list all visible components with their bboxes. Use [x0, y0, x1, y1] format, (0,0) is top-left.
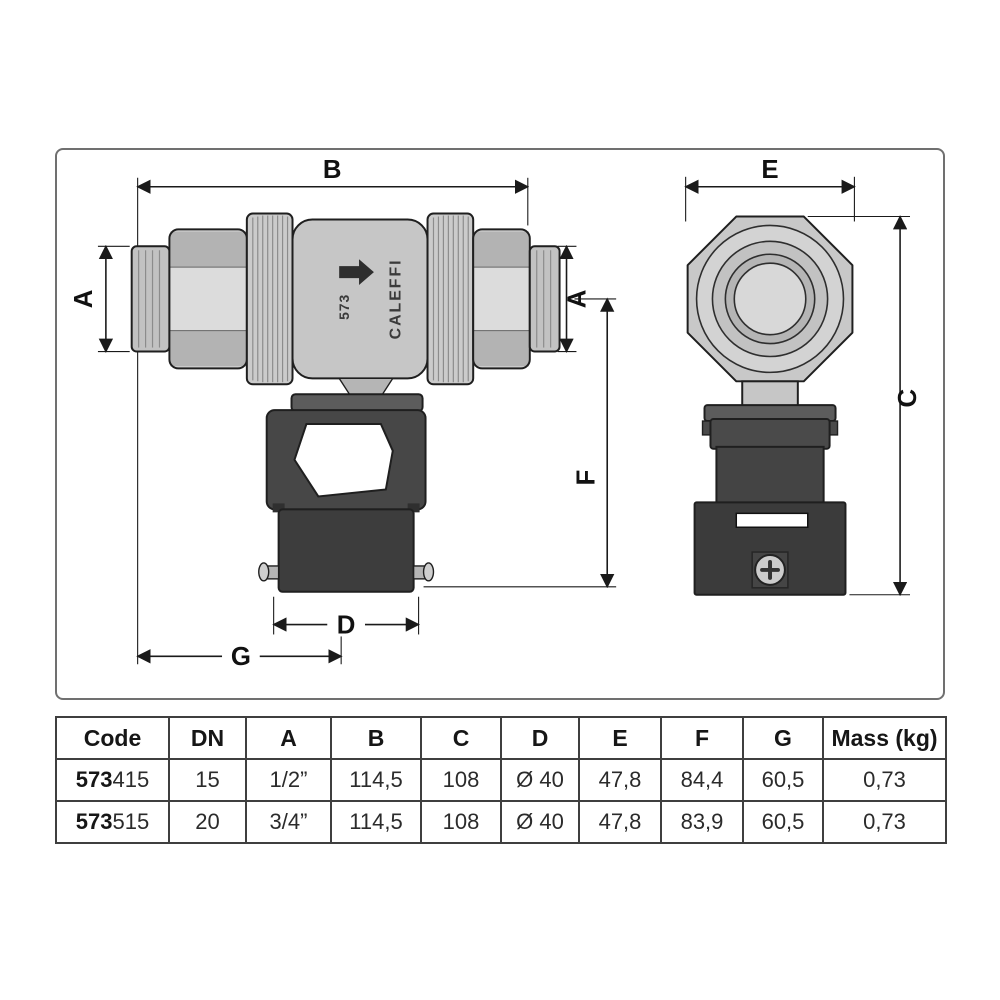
valve-dimension-drawing: B [70, 156, 922, 671]
side-view: B [70, 156, 617, 671]
cell-g: 60,5 [742, 800, 824, 844]
dim-label-G: G [231, 643, 251, 671]
right-screw [412, 562, 435, 582]
col-header-mass: Mass (kg) [822, 716, 947, 760]
cell-d: Ø 40 [500, 800, 580, 844]
end-view: E [684, 156, 922, 597]
code-prefix: 573 [75, 767, 113, 792]
shell-window [293, 423, 394, 498]
left-screw [258, 562, 280, 582]
cell-code: 573415 [55, 758, 170, 802]
cell-c: 108 [420, 758, 502, 802]
dim-B: B [136, 156, 530, 194]
dim-label-C: C [894, 389, 922, 408]
collar [290, 393, 424, 413]
dim-E: E [684, 156, 856, 222]
col-header-code: Code [55, 716, 170, 760]
brand-name: CALEFFI [388, 258, 405, 339]
phillips-screw [751, 551, 789, 589]
cell-f: 84,4 [660, 758, 744, 802]
cell-c: 108 [420, 800, 502, 844]
insulation-shell-upper [265, 409, 427, 513]
col-header-f: F [660, 716, 744, 760]
nut-front-face [686, 215, 854, 383]
valve-body: 573 CALEFFI [291, 218, 429, 380]
table-header-row: Code DN A B C D E F G Mass (kg) [55, 716, 947, 760]
cell-mass: 0,73 [822, 800, 947, 844]
left-pipe-end [130, 245, 171, 353]
cell-f: 83,9 [660, 800, 744, 844]
code-prefix: 573 [75, 809, 113, 834]
technical-drawing-panel: B [55, 148, 945, 700]
code-suffix: 515 [112, 809, 150, 834]
code-suffix: 415 [112, 767, 150, 792]
dim-label-E: E [761, 156, 778, 184]
left-knurled-ring [245, 212, 294, 386]
col-header-b: B [330, 716, 422, 760]
cell-dn: 15 [168, 758, 247, 802]
cell-e: 47,8 [578, 758, 662, 802]
cell-b: 114,5 [330, 800, 422, 844]
dim-label-D: D [337, 611, 356, 639]
cell-code: 573515 [55, 800, 170, 844]
label-slot [735, 512, 809, 528]
cell-g: 60,5 [742, 758, 824, 802]
dim-C: C [807, 215, 922, 597]
table-row: 573415 15 1/2” 114,5 108 Ø 40 47,8 84,4 … [55, 758, 947, 802]
cell-mass: 0,73 [822, 758, 947, 802]
model-number: 573 [336, 294, 352, 320]
valve-neck [290, 377, 424, 413]
dim-D: D [272, 596, 421, 639]
table-row: 573515 20 3/4” 114,5 108 Ø 40 47,8 83,9 … [55, 800, 947, 844]
dim-G: G [136, 636, 343, 671]
right-union-nut [472, 228, 531, 370]
col-header-g: G [742, 716, 824, 760]
cell-d: Ø 40 [500, 758, 580, 802]
dim-label-B: B [323, 156, 342, 184]
dim-label-F: F [572, 470, 600, 486]
cell-dn: 20 [168, 800, 247, 844]
insulation-shell-lower [258, 508, 435, 593]
dim-A-left: A [70, 244, 130, 353]
cell-b: 114,5 [330, 758, 422, 802]
end-view-housing [693, 380, 847, 596]
right-pipe-end [528, 245, 561, 353]
dim-label-A-left: A [70, 290, 98, 309]
cell-a: 1/2” [245, 758, 332, 802]
col-header-dn: DN [168, 716, 247, 760]
flow-arrow-icon [339, 259, 374, 286]
cell-a: 3/4” [245, 800, 332, 844]
cell-e: 47,8 [578, 800, 662, 844]
dimensions-table: Code DN A B C D E F G Mass (kg) 573415 1… [55, 716, 947, 844]
col-header-a: A [245, 716, 332, 760]
left-union-nut [168, 228, 248, 370]
right-knurled-ring [426, 212, 475, 386]
dim-F: F [423, 297, 617, 589]
col-header-e: E [578, 716, 662, 760]
neck [741, 380, 799, 409]
col-header-c: C [420, 716, 502, 760]
col-header-d: D [500, 716, 580, 760]
